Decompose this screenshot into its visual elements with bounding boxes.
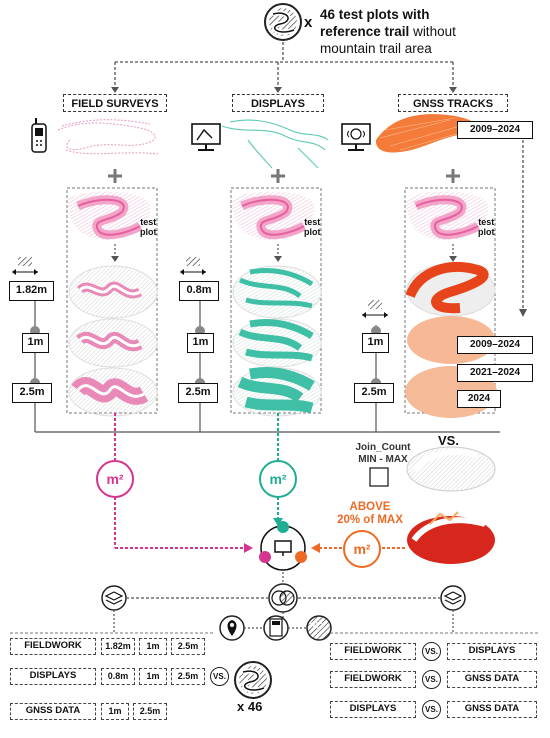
plus-icons — [108, 169, 460, 183]
area-m2-displays: m² — [259, 460, 297, 498]
br-row2-right: GNSS DATA — [447, 671, 537, 688]
width-fs-1m: 1m — [22, 333, 49, 353]
location-pin-icon — [219, 615, 245, 641]
buffer-width-icons — [12, 257, 388, 318]
bl-row2-v2: 1m — [139, 668, 167, 685]
gis-analysis-icon — [259, 521, 307, 571]
br-row2-left: FIELDWORK — [330, 671, 416, 688]
header-gnss-tracks: GNSS TRACKS — [398, 94, 508, 112]
bl-vs-badge: VS. — [210, 667, 229, 686]
width-disp-0-8m: 0.8m — [179, 281, 219, 301]
width-gnss-1m: 1m — [362, 333, 389, 353]
gnss-join-count-shapes — [406, 446, 496, 564]
bl-row1-v1: 1.82m — [101, 638, 135, 655]
width-disp-2-5m: 2.5m — [178, 383, 218, 403]
bl-row2-v1: 0.8m — [101, 668, 135, 685]
trail-logo-small-icon — [234, 661, 272, 699]
bl-row1-v3: 2.5m — [171, 638, 205, 655]
title-line2-rest: without — [409, 24, 456, 39]
calculator-icon — [263, 615, 289, 641]
year-range-b: 2021–2024 — [457, 364, 533, 382]
width-fs-1-82m: 1.82m — [9, 281, 54, 301]
bl-row1-label: FIELDWORK — [10, 638, 96, 655]
area-m2-tool: m² — [309, 619, 323, 631]
year-range-a: 2009–2024 — [457, 336, 533, 354]
bl-row2-v3: 2.5m — [171, 668, 205, 685]
times-46-label: x 46 — [237, 699, 263, 714]
title-multiplier: x — [304, 14, 313, 31]
monitor-map-icon — [191, 123, 221, 151]
br-row2-vs: VS. — [422, 670, 441, 689]
title-line3: mountain trail area — [320, 41, 432, 56]
layers-icon-right — [440, 585, 466, 611]
test-plot-shapes — [68, 191, 489, 240]
display-tracks — [221, 119, 329, 169]
layers-icon-left — [101, 585, 127, 611]
page-title: 46 test plots with reference trail witho… — [320, 6, 545, 57]
br-row3-vs: VS. — [422, 700, 441, 719]
bl-row3-v1: 1m — [101, 703, 129, 720]
year-range-c: 2024 — [457, 390, 501, 408]
br-row1-left: FIELDWORK — [330, 643, 416, 660]
bl-row2-label: DISPLAYS — [10, 668, 96, 685]
field-buffer-shapes — [68, 265, 158, 417]
title-line1: 46 test plots with — [320, 7, 430, 22]
gnss-heat-tracks — [375, 114, 477, 153]
vs-label: VS. — [438, 433, 459, 448]
top-connector-lines — [114, 42, 524, 313]
monitor-gnss-icon — [341, 123, 371, 151]
area-m2-gnss: m² — [343, 530, 381, 568]
area-m2-field: m² — [96, 460, 134, 498]
overlay-venn-icon — [268, 583, 298, 613]
bl-row1-v2: 1m — [139, 638, 167, 655]
area-hatch-icon — [306, 615, 332, 641]
header-displays: DISPLAYS — [232, 94, 324, 112]
br-row3-right: GNSS DATA — [447, 701, 537, 718]
trail-logo-icon — [264, 3, 302, 41]
header-field-surveys: FIELD SURVEYS — [63, 94, 167, 112]
br-row1-vs: VS. — [422, 642, 441, 661]
display-buffer-shapes — [232, 265, 322, 417]
br-row3-left: DISPLAYS — [330, 701, 416, 718]
flow-arrows — [114, 413, 405, 549]
width-fs-2-5m: 2.5m — [12, 383, 52, 403]
width-disp-1m: 1m — [187, 333, 214, 353]
bl-row3-label: GNSS DATA — [10, 703, 96, 720]
join-count-legend-box — [369, 467, 389, 487]
gps-device-icon — [31, 118, 47, 153]
br-row1-right: DISPLAYS — [447, 643, 537, 660]
year-range-top: 2009–2024 — [457, 121, 533, 139]
title-line2-bold: reference trail — [320, 24, 410, 39]
bl-row3-v2: 2.5m — [133, 703, 167, 720]
field-survey-tracks — [57, 119, 159, 155]
width-gnss-2-5m: 2.5m — [354, 383, 394, 403]
